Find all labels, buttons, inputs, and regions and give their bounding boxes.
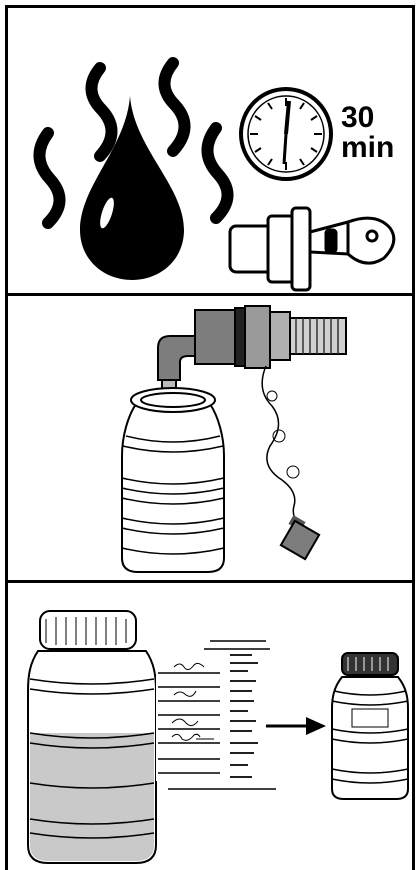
dust-cap-icon — [262, 366, 319, 559]
hot-oil-drop-icon — [80, 96, 184, 280]
clock-icon — [241, 89, 331, 179]
ignition-key-icon — [230, 208, 394, 290]
step-2-sampling-panel — [5, 296, 415, 583]
sample-valve-icon — [158, 306, 346, 396]
step-1-warm-up-panel: 30 min — [5, 5, 415, 296]
step-3-labeling-panel — [5, 583, 415, 870]
duration-value: 30 — [341, 103, 394, 133]
sample-bottle-icon — [122, 388, 224, 572]
sample-label-form-icon — [156, 641, 306, 789]
duration-unit: min — [341, 133, 394, 163]
duration-label: 30 min — [341, 103, 394, 163]
filled-sample-bottle-icon — [28, 611, 156, 863]
labeled-bottle-icon — [332, 653, 408, 799]
